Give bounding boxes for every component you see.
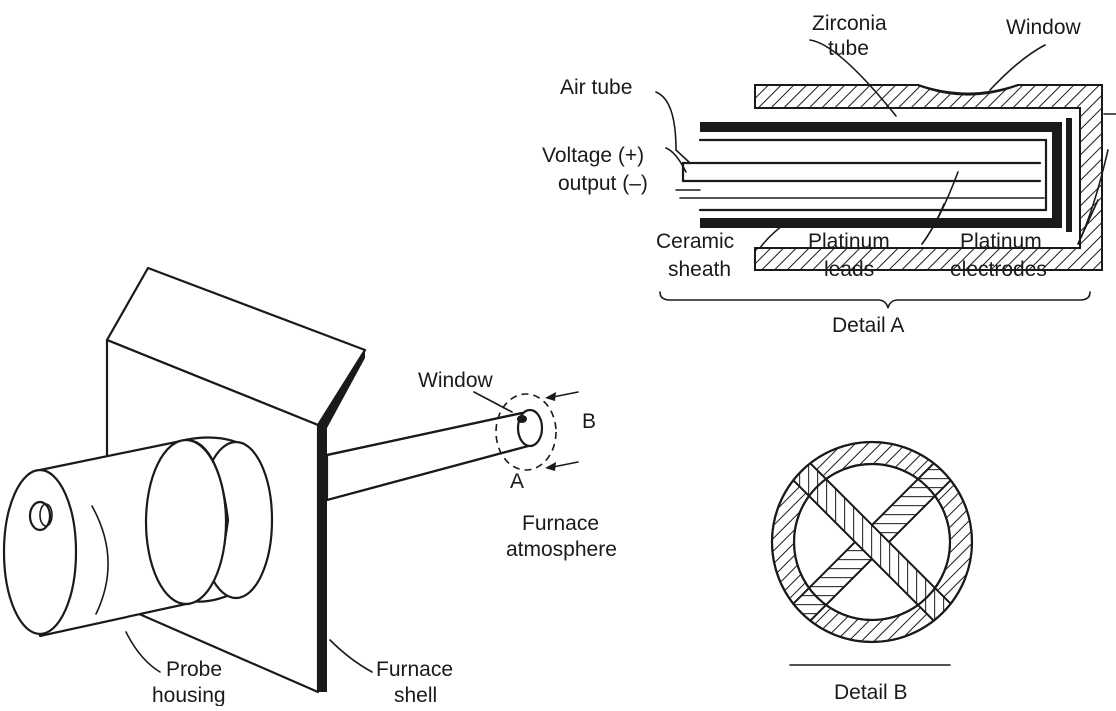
label-zirconia-tube-1: Zirconia <box>812 12 887 35</box>
label-probe-housing-1: Probe <box>166 658 222 681</box>
label-voltage-1: Voltage (+) <box>542 144 644 167</box>
label-furnace-atmosphere-1: Furnace <box>522 512 599 535</box>
probe-assembly: Window B A Furnace atmosphere Probe hous… <box>2 266 617 707</box>
label-platinum-leads-2: leads <box>824 258 874 281</box>
leader-probe-housing <box>125 631 161 673</box>
detail-a-brace <box>659 291 1091 309</box>
detail-b: Detail B <box>770 440 974 704</box>
label-zirconia-tube-2: tube <box>828 37 869 60</box>
label-platinum-electrodes-1: Platinum <box>960 230 1042 253</box>
detail-a-caption: Detail A <box>832 314 904 337</box>
leader-furnace-shell <box>329 639 373 673</box>
label-air-tube: Air tube <box>560 76 632 99</box>
label-ceramic-sheath-1: Ceramic <box>656 230 734 253</box>
label-window-main: Window <box>418 369 494 392</box>
detail-b-caption: Detail B <box>834 681 908 704</box>
window-opening <box>916 83 1020 96</box>
zirconia-tube-section <box>698 118 1072 232</box>
label-furnace-shell-2: shell <box>394 684 437 706</box>
label-platinum-leads-1: Platinum <box>808 230 890 253</box>
detail-a-leaders <box>655 39 1116 249</box>
detail-a: Zirconia tube Window Air tube Voltage (+… <box>542 12 1116 337</box>
ceramic-sheath-section <box>754 83 1103 271</box>
label-furnace-atmosphere-2: atmosphere <box>506 538 617 561</box>
air-tube-section <box>681 161 1042 183</box>
window-spot <box>517 415 527 423</box>
label-voltage-2: output (–) <box>558 172 648 195</box>
label-platinum-electrodes-2: electrodes <box>950 258 1047 281</box>
label-window-a: Window <box>1006 16 1082 39</box>
label-probe-housing-2: housing <box>152 684 226 706</box>
label-marker-a: A <box>510 470 524 493</box>
probe-housing <box>2 436 274 638</box>
label-ceramic-sheath-2: sheath <box>668 258 731 281</box>
label-furnace-shell-1: Furnace <box>376 658 453 681</box>
detail-ring-dashed <box>495 393 557 471</box>
label-marker-b: B <box>582 410 596 433</box>
probe-rod <box>325 391 579 502</box>
